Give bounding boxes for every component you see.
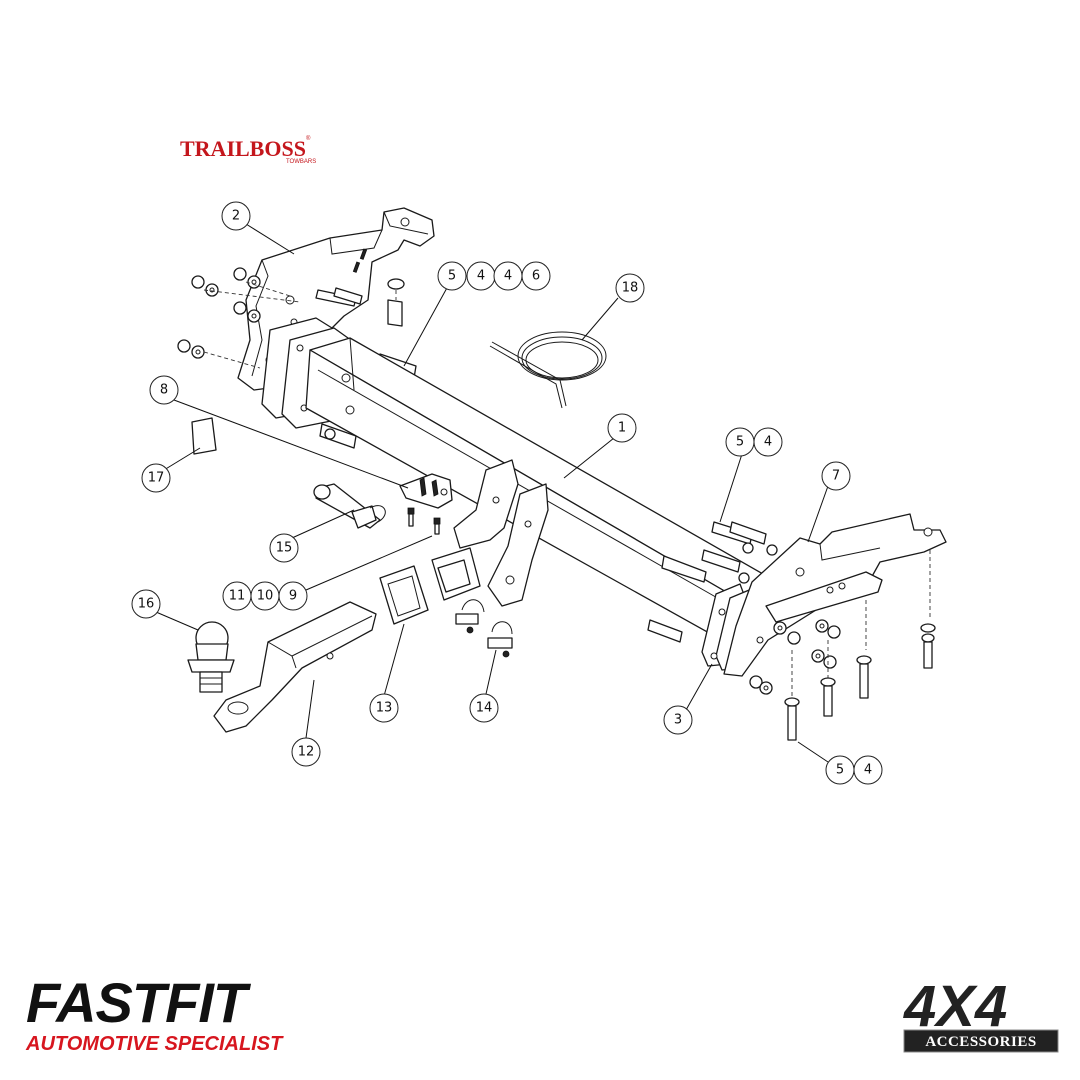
callout-4-bottom: 4 [853, 755, 883, 785]
center-hitch-mount [431, 459, 549, 607]
ball-mount-tongue [213, 601, 377, 733]
svg-text:8: 8 [160, 383, 168, 398]
svg-text:7: 7 [832, 469, 840, 484]
callout-5-top: 5 [437, 261, 467, 291]
svg-text:4: 4 [504, 269, 512, 284]
callout-9: 9 [278, 581, 308, 611]
callout-5-bottom: 5 [825, 755, 855, 785]
callout-4-top-b: 4 [493, 261, 523, 291]
callout-13: 13 [369, 693, 399, 723]
wiring-socket-bracket [399, 473, 453, 509]
svg-text:1: 1 [618, 421, 626, 436]
callout-6: 6 [521, 261, 551, 291]
callout-3: 3 [663, 705, 693, 735]
svg-text:4: 4 [764, 435, 772, 450]
wiring-harness-coil [489, 331, 607, 409]
fastfit-logo: FASTFIT AUTOMOTIVE SPECIALIST [25, 971, 284, 1055]
small-fasteners [407, 507, 441, 535]
svg-text:15: 15 [276, 541, 293, 556]
trailboss-registered-mark: ® [306, 135, 311, 142]
4x4-wordmark: 4X4 [903, 974, 1007, 1039]
callout-12: 12 [291, 737, 321, 767]
callout-2: 2 [221, 201, 251, 231]
svg-text:17: 17 [148, 471, 165, 486]
callout-11: 11 [222, 581, 252, 611]
shackles [455, 599, 513, 658]
right-fasteners [647, 521, 936, 741]
callout-5-mid: 5 [725, 427, 755, 457]
fastfit-subtitle: AUTOMOTIVE SPECIALIST [25, 1033, 284, 1055]
label-plate [191, 417, 217, 455]
svg-text:10: 10 [257, 589, 274, 604]
callout-7: 7 [821, 461, 851, 491]
callout-15: 15 [269, 533, 299, 563]
4x4-accessories-logo: 4X4 ACCESSORIES [903, 974, 1059, 1053]
svg-text:18: 18 [622, 281, 639, 296]
tow-ball [187, 621, 235, 693]
svg-text:4: 4 [864, 763, 872, 778]
svg-text:5: 5 [448, 269, 456, 284]
callout-1: 1 [607, 413, 637, 443]
svg-text:16: 16 [138, 597, 155, 612]
accessories-banner [903, 1029, 1059, 1053]
svg-text:2: 2 [232, 209, 240, 224]
callout-18: 18 [615, 273, 645, 303]
right-side-bracket [723, 513, 947, 677]
svg-text:13: 13 [376, 701, 393, 716]
svg-text:9: 9 [289, 589, 297, 604]
svg-text:3: 3 [674, 713, 682, 728]
svg-text:5: 5 [836, 763, 844, 778]
callout-4-top-a: 4 [466, 261, 496, 291]
svg-text:11: 11 [229, 589, 246, 604]
leader-lines [155, 223, 829, 763]
svg-text:5: 5 [736, 435, 744, 450]
trailboss-towbars-text: TOWBARS [286, 159, 316, 165]
svg-text:6: 6 [532, 269, 540, 284]
svg-text:12: 12 [298, 745, 315, 760]
callout-14: 14 [469, 693, 499, 723]
svg-text:14: 14 [476, 701, 493, 716]
trailboss-wordmark: TRAILBOSS [180, 136, 306, 161]
accessories-text: ACCESSORIES [925, 1034, 1036, 1050]
callout-4-mid: 4 [753, 427, 783, 457]
callout-10: 10 [250, 581, 280, 611]
left-nuts-washers [177, 267, 301, 369]
fastfit-wordmark: FASTFIT [26, 971, 252, 1034]
callout-17: 17 [141, 463, 171, 493]
receiver-cover [379, 565, 429, 625]
hitch-pin [313, 483, 386, 529]
callout-8: 8 [149, 375, 179, 405]
svg-text:4: 4 [477, 269, 485, 284]
callout-16: 16 [131, 589, 161, 619]
trailboss-logo: TRAILBOSS ® TOWBARS [180, 135, 316, 165]
